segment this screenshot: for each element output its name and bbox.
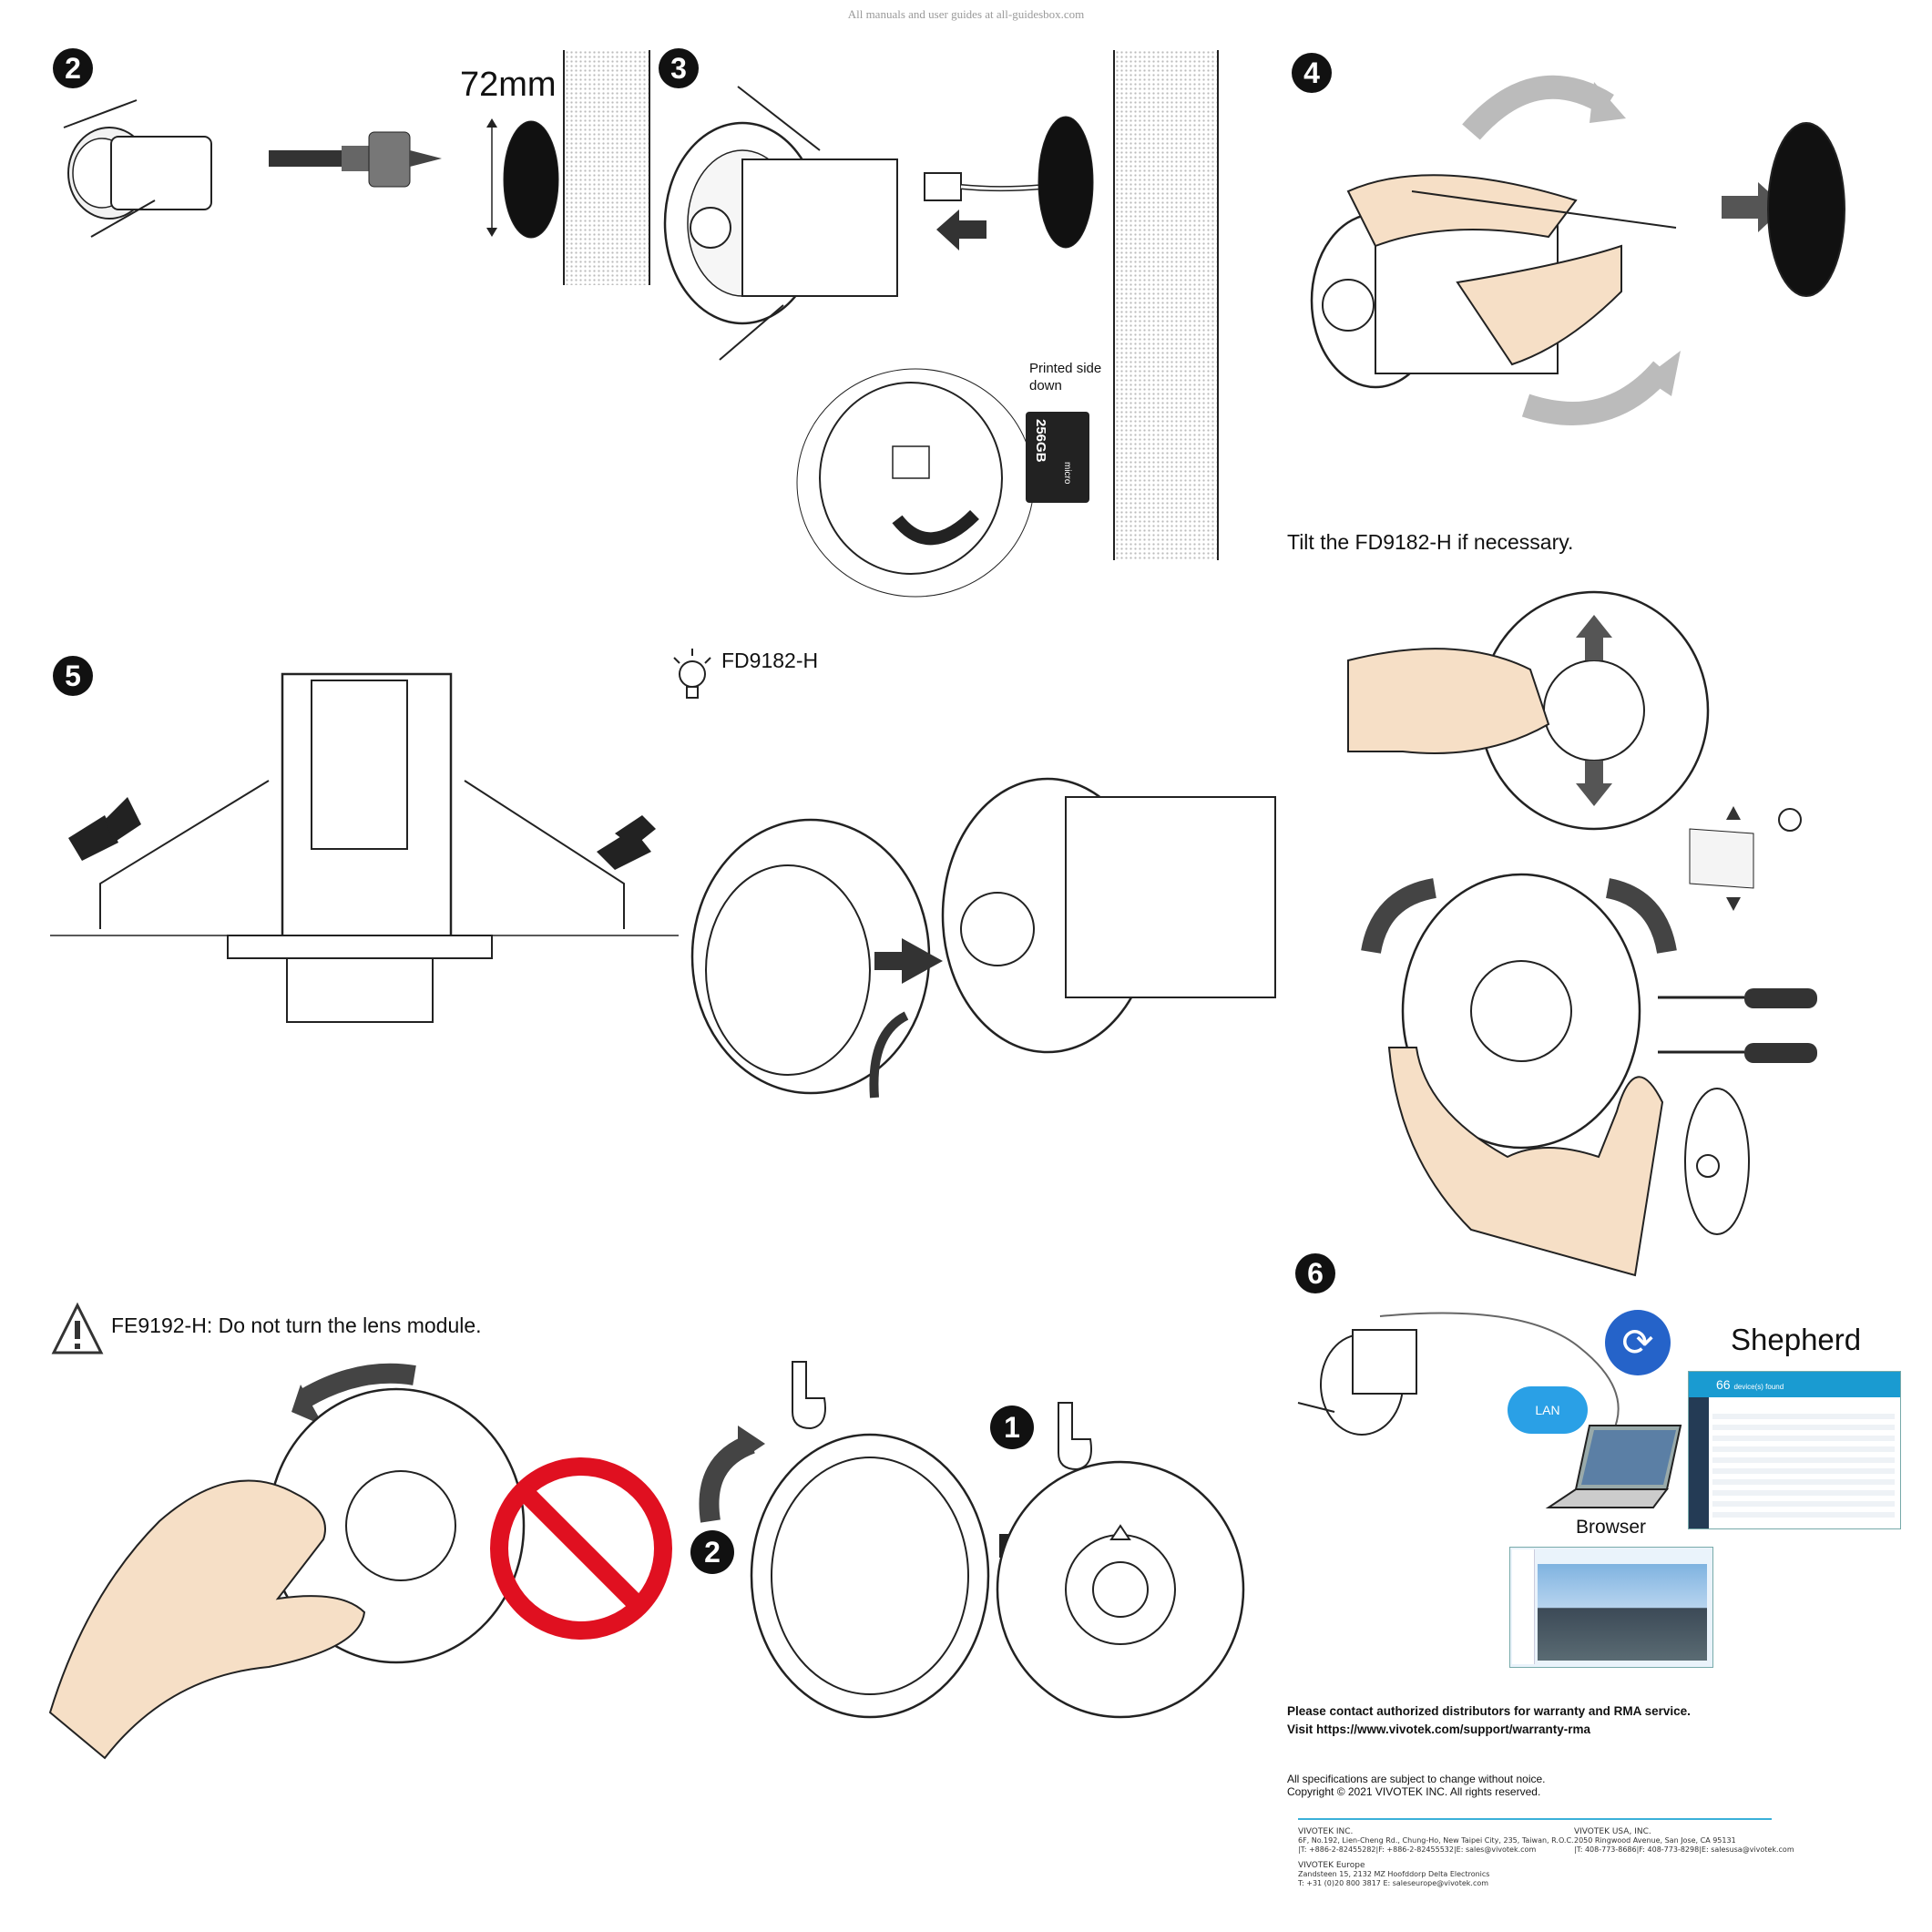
legal-line1: All specifications are subject to change… [1287,1773,1546,1785]
shepherd-sidebar [1689,1397,1709,1528]
warranty-notice-line2: Visit https://www.vivotek.com/support/wa… [1287,1722,1591,1736]
device-count: 66 [1716,1377,1731,1392]
browser-sidebar [1512,1549,1535,1664]
lens-rotate-illustration-bottom [1361,873,1677,1277]
rotate-bottom-arrow-icon [1521,351,1681,425]
legal-line2: Copyright © 2021 VIVOTEK INC. All rights… [1287,1785,1541,1798]
warning-icon [51,1302,104,1354]
office-europe-contact: T: +31 (0)20 800 3817 E: saleseurope@viv… [1298,1879,1489,1887]
network-camera-icon [1297,1329,1417,1436]
step-6-badge: 6 [1295,1253,1335,1293]
dome-cover-removal-illustration [690,777,1276,1099]
camera-housing-illustration [663,86,898,361]
office-taiwan: VIVOTEK INC. 6F, No.192, Lien-Cheng Rd.,… [1298,1827,1574,1855]
browser-screenshot [1509,1547,1713,1668]
office-usa-name: VIVOTEK USA, INC. [1574,1827,1651,1836]
tip-model-label: FD9182-H [721,649,819,672]
office-taiwan-name: VIVOTEK INC. [1298,1827,1354,1836]
sd-card-capacity: 256GB [1033,419,1048,463]
office-europe-name: VIVOTEK Europe [1298,1861,1365,1870]
ceiling-hole-step4-icon [1767,122,1845,297]
dome-ring-illustration [750,1433,990,1719]
device-found-label: device(s) found [1733,1383,1784,1391]
rotate-top-arrow-icon [1462,75,1626,140]
shepherd-app-name: Shepherd [1731,1323,1862,1356]
lightbulb-tip-icon [673,649,711,699]
camera-with-clips-illustration [63,99,212,238]
shepherd-device-list [1712,1408,1895,1522]
dimension-arrow [486,118,497,237]
tilt-angle-icon [1689,806,1802,911]
lan-cloud-icon: LAN [1508,1386,1588,1434]
laptop-icon [1545,1425,1682,1508]
sd-slot-detail-illustration [796,368,1035,598]
ceiling-hole-step3-icon [1038,116,1094,249]
warning-text: FE9192-H: Do not turn the lens module. [111,1314,482,1337]
sd-card-note: Printed side down [1029,361,1102,394]
step-3-badge: 3 [659,48,699,88]
sequence-badge-1: 1 [990,1406,1034,1449]
lens-tilt-illustration-top [1347,590,1710,831]
step-4-badge: 4 [1292,53,1332,93]
hole-saw-icon [269,131,442,188]
footer-divider [1298,1818,1772,1820]
sd-card-type: micro [1062,462,1072,485]
insert-arrow-icon [936,210,986,250]
step-5-badge: 5 [53,656,93,696]
do-not-turn-illustration [48,1363,672,1760]
browser-video-view [1538,1564,1707,1661]
screwdriver-icon [1658,988,1817,1063]
sd-card-icon: 256GB micro [1026,412,1089,503]
ceiling-wall-step2 [563,50,650,285]
browser-label: Browser [1576,1517,1647,1538]
watermark: All manuals and user guides at all-guide… [847,7,1085,21]
warranty-notice-line1: Please contact authorized distributors f… [1287,1704,1691,1718]
camera-front-illustration [996,1460,1245,1719]
step-2-badge: 2 [53,48,93,88]
lan-label: LAN [1535,1403,1560,1417]
office-europe: VIVOTEK Europe Zandsteen 15, 2132 MZ Hoo… [1298,1861,1489,1888]
ceiling-wall-step3 [1113,50,1219,560]
step-4-caption: Tilt the FD9182-H if necessary. [1287,530,1574,554]
office-taiwan-contact: |T: +886-2-82455282|F: +886-2-82455532|E… [1298,1845,1537,1854]
pointing-hand-icon [792,1361,826,1430]
camera-installation-hands-illustration [1310,174,1677,389]
camera-in-ceiling-side-view [50,672,679,1023]
rotate-ring-arrow-icon [699,1426,765,1523]
office-usa: VIVOTEK USA, INC. 2050 Ringwood Avenue, … [1574,1827,1794,1855]
shepherd-header: 66 device(s) found [1689,1372,1900,1397]
office-taiwan-address: 6F, No.192, Lien-Cheng Rd., Chung-Ho, Ne… [1298,1836,1574,1845]
shepherd-logo-icon: ⟳ [1605,1310,1671,1375]
ceiling-hole-icon [503,120,559,239]
office-usa-address: 2050 Ringwood Avenue, San Jose, CA 95131 [1574,1836,1736,1845]
office-europe-address: Zandsteen 15, 2132 MZ Hoofddorp Delta El… [1298,1870,1490,1878]
office-usa-contact: |T: 408-773-8686|F: 408-773-8298|E: sale… [1574,1845,1794,1854]
shepherd-app-window: 66 device(s) found [1688,1371,1901,1529]
hole-size-label: 72mm [460,66,557,104]
sequence-badge-2: 2 [690,1530,734,1574]
lens-side-detail-icon [1684,1088,1750,1235]
